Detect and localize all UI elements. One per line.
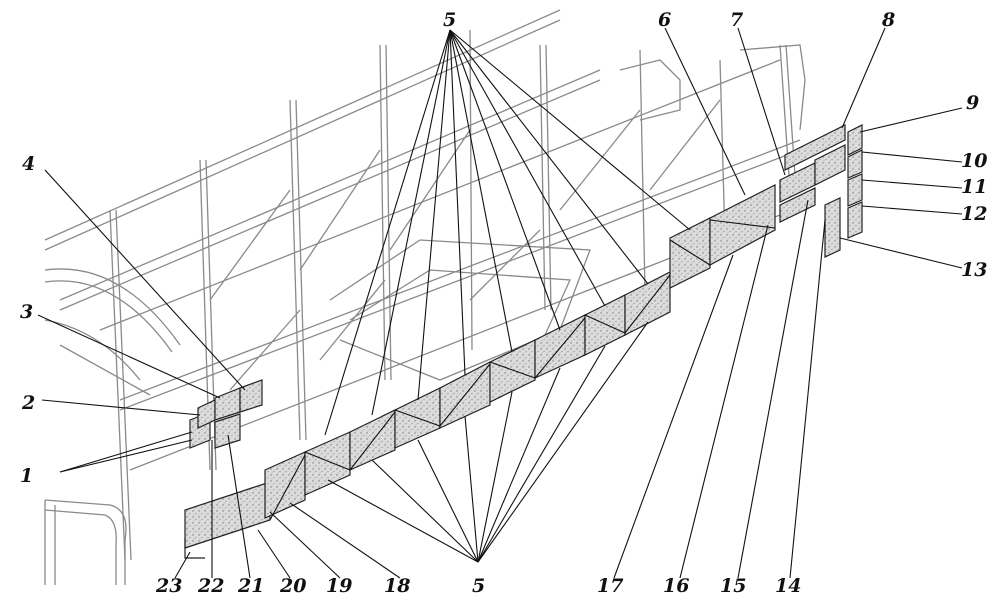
panel-10 bbox=[847, 149, 863, 179]
callout-23: 23 bbox=[155, 575, 182, 597]
panel-23-20 bbox=[184, 481, 271, 549]
panel-14 bbox=[779, 187, 816, 223]
body-frame bbox=[44, 9, 806, 585]
callout-6: 6 bbox=[658, 9, 671, 31]
callout-1: 1 bbox=[20, 465, 33, 487]
panel-8 bbox=[784, 124, 846, 171]
callout-16: 16 bbox=[663, 575, 689, 597]
panel-13 bbox=[824, 197, 841, 258]
callout-5-top: 5 bbox=[443, 9, 456, 31]
panel-21 bbox=[214, 413, 241, 449]
callout-3: 3 bbox=[20, 301, 33, 323]
panel-18 bbox=[304, 431, 351, 496]
side-panel-strip bbox=[184, 124, 863, 559]
panel-12 bbox=[847, 201, 863, 239]
callout-22: 22 bbox=[197, 575, 224, 597]
callout-20: 20 bbox=[279, 575, 306, 597]
callout-11: 11 bbox=[961, 176, 987, 198]
panel-4 bbox=[239, 379, 263, 413]
panel-2 bbox=[197, 399, 216, 429]
panel-7 bbox=[814, 144, 846, 186]
callout-4: 4 bbox=[22, 153, 35, 175]
callout-5-bottom: 5 bbox=[472, 575, 485, 597]
callout-21: 21 bbox=[237, 575, 264, 597]
panel-19 bbox=[264, 451, 306, 519]
callout-7: 7 bbox=[730, 9, 743, 31]
callout-17: 17 bbox=[597, 575, 623, 597]
callout-15: 15 bbox=[720, 575, 746, 597]
panel-5d bbox=[489, 339, 536, 403]
callout-13: 13 bbox=[961, 259, 987, 281]
leader-lines bbox=[37, 27, 963, 579]
callout-14: 14 bbox=[775, 575, 801, 597]
callout-labels: 1 2 3 4 5 5 6 7 8 9 10 11 12 13 14 15 16… bbox=[20, 9, 987, 597]
callout-18: 18 bbox=[384, 575, 410, 597]
callout-12: 12 bbox=[961, 203, 987, 225]
bracket-23 bbox=[184, 538, 205, 559]
callout-2: 2 bbox=[21, 392, 35, 414]
panel-16 bbox=[709, 184, 776, 267]
callout-9: 9 bbox=[966, 92, 979, 114]
panel-9 bbox=[847, 124, 863, 156]
callout-10: 10 bbox=[961, 150, 987, 172]
callout-19: 19 bbox=[326, 575, 352, 597]
panel-11 bbox=[847, 173, 863, 207]
callout-8: 8 bbox=[881, 9, 895, 31]
